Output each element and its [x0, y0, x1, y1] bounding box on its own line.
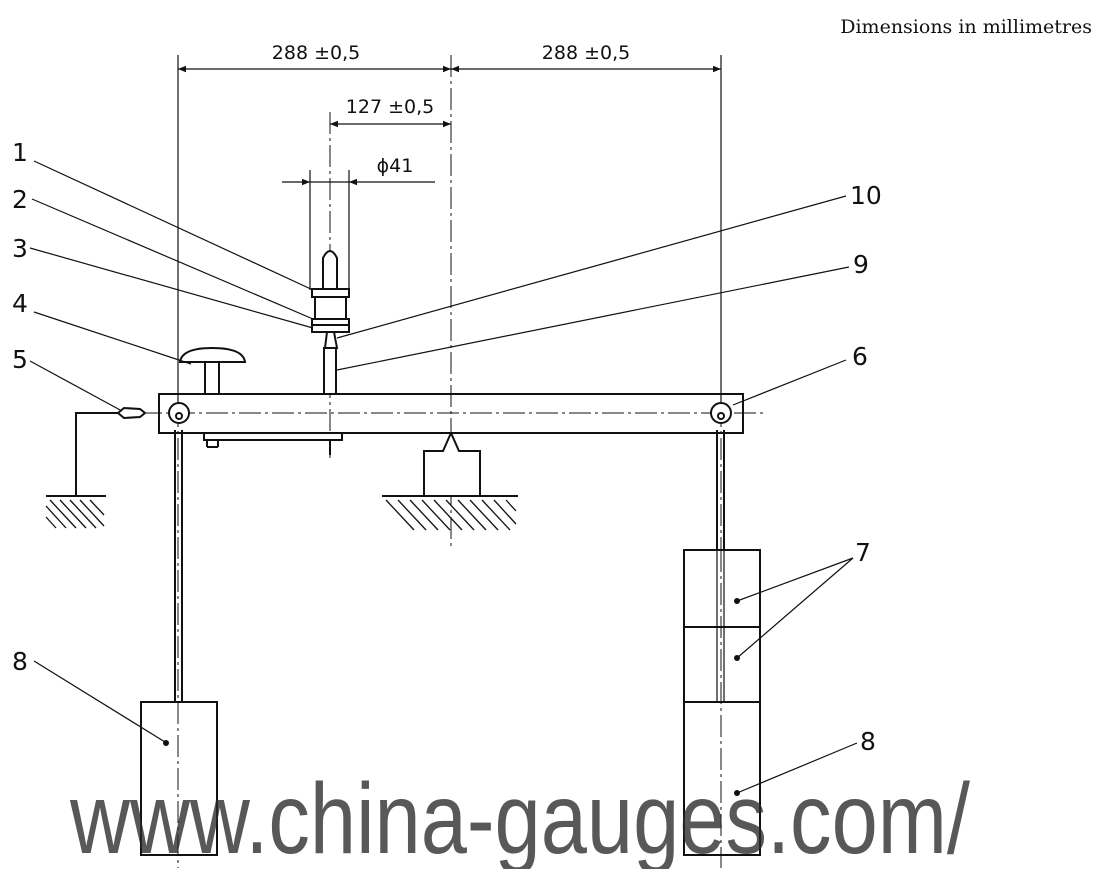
plunger [323, 331, 339, 395]
callout-4: 4 [12, 289, 28, 318]
lower-arm [203, 432, 343, 455]
dim-offset: 127 ±0,5 [346, 96, 434, 118]
units-note: Dimensions in millimetres [840, 16, 1092, 38]
weight-left [140, 701, 218, 856]
callout-8-left: 8 [12, 647, 28, 676]
hanger-rods [174, 430, 725, 702]
upper-weight-stack [311, 250, 350, 333]
pivot-left [168, 402, 190, 424]
callout-5: 5 [12, 345, 28, 374]
dim-left-span: 288 ±0,5 [272, 42, 360, 64]
weight-stack-right [683, 549, 761, 868]
callout-7: 7 [855, 538, 871, 567]
watermark: www.china-gauges.com/ [69, 763, 970, 869]
ground-left [45, 412, 124, 529]
dim-diameter: ϕ41 [377, 155, 414, 177]
callout-leaders [29, 160, 858, 794]
pivot-right [710, 402, 732, 424]
callout-8-right: 8 [860, 727, 876, 756]
callout-10: 10 [850, 181, 882, 210]
callout-dots [163, 598, 740, 796]
callout-1: 1 [12, 138, 28, 167]
callout-3: 3 [12, 234, 28, 263]
lever-beam [158, 393, 744, 434]
contact-tip [116, 406, 147, 420]
dim-right-span: 288 ±0,5 [542, 42, 630, 64]
ground-centre [382, 495, 518, 531]
callout-6: 6 [852, 342, 868, 371]
callout-2: 2 [12, 185, 28, 214]
dimension-lines [177, 55, 722, 405]
mushroom-knob [178, 346, 247, 395]
fulcrum-support [423, 430, 481, 497]
callout-9: 9 [853, 250, 869, 279]
